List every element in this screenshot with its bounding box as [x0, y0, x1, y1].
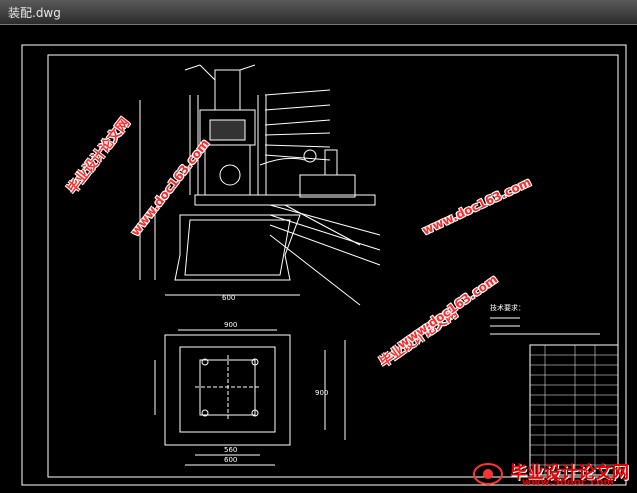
pump-tank	[299, 174, 356, 198]
footer-logo-url: www.56doc.com	[522, 477, 614, 488]
hydraulic-hose	[259, 157, 306, 166]
table-strut	[284, 204, 361, 246]
plan-outer	[164, 334, 291, 446]
pump-valve	[324, 149, 338, 176]
logo-icon	[473, 463, 503, 485]
handle	[184, 64, 256, 81]
dim-plan-inner: 560	[224, 446, 237, 454]
bolt-hole-3	[201, 409, 209, 417]
window-titlebar: 装配.dwg	[0, 0, 637, 25]
dim-plan-right-value: 900	[315, 389, 328, 397]
dim-front-width: 600	[222, 294, 235, 302]
cad-drawing: 600	[21, 44, 627, 486]
parts-table	[529, 344, 619, 476]
leader-lines	[264, 89, 381, 306]
drawing-frame	[21, 44, 627, 486]
base-inner	[184, 219, 291, 276]
press-wheel	[219, 164, 241, 186]
bolt-hole-4	[251, 409, 259, 417]
footer-logo-cn: 毕业设计论文网	[510, 463, 629, 483]
pressure-gauge	[303, 149, 317, 163]
bolt-hole-1	[201, 358, 209, 366]
base-stand	[174, 214, 301, 281]
press-top	[214, 69, 241, 111]
dim-plan-outer: 900	[224, 321, 237, 329]
drawing-canvas[interactable]: 600	[0, 25, 637, 493]
press-piston	[209, 119, 246, 141]
dim-plan-bottom: 600	[224, 456, 237, 464]
plan-inner	[179, 346, 276, 433]
bolt-hole-2	[251, 358, 259, 366]
parts-table-rows	[530, 345, 618, 475]
press-body	[204, 144, 251, 196]
window-title: 装配.dwg	[8, 6, 61, 20]
drawing-inner-frame	[47, 54, 619, 478]
notes-title: 技术要求：	[490, 303, 525, 312]
footer-logo: 毕业设计论文网 www.56doc.com	[470, 460, 630, 490]
